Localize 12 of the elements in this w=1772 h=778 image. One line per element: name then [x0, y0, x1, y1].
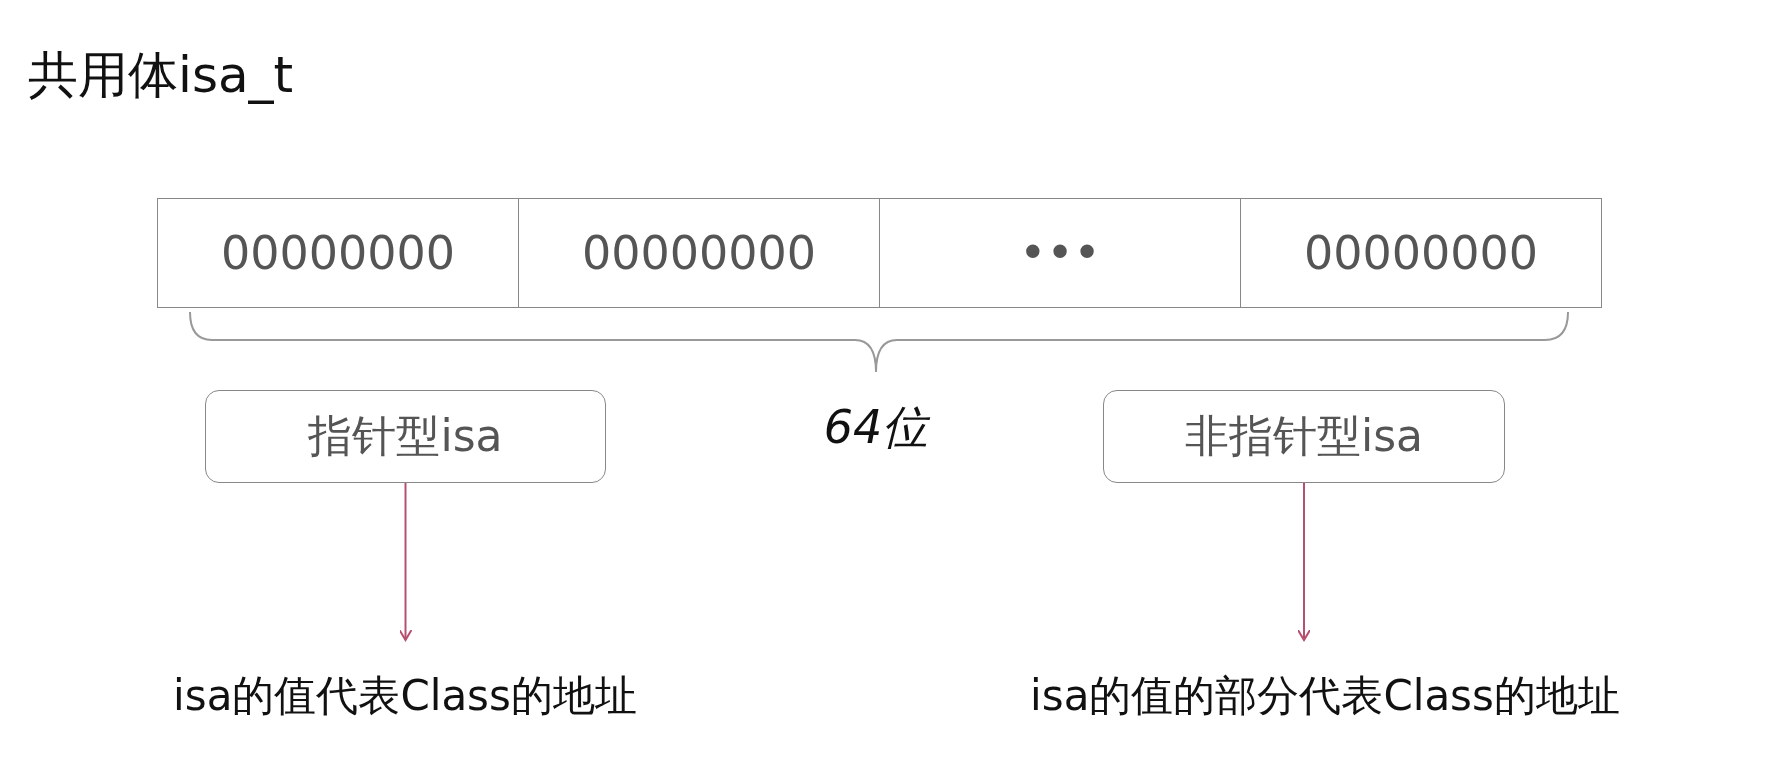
title: 共用体isa_t [28, 44, 295, 106]
bit-cell: 00000000 [157, 198, 519, 308]
arrow [398, 482, 413, 641]
arrow [1297, 482, 1311, 641]
description-text: isa的值的部分代表Class的地址 [920, 660, 1730, 732]
type-box: 非指针型isa [1103, 390, 1505, 483]
bit-cell: 00000000 [1240, 198, 1602, 308]
ellipsis-cell: ••• [879, 198, 1241, 308]
description-text: isa的值代表Class的地址 [80, 660, 730, 732]
type-box: 指针型isa [205, 390, 606, 483]
bit-cell: 00000000 [518, 198, 880, 308]
bit-count-label: 64位 [822, 399, 931, 456]
